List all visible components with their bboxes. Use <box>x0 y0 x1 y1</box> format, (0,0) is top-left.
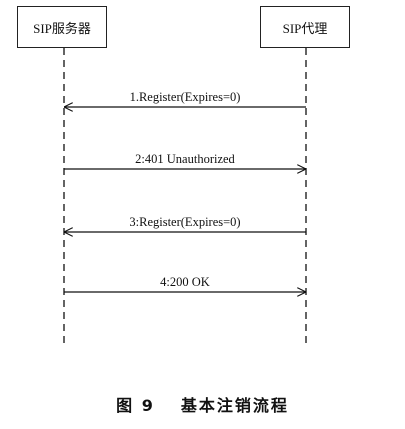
sip-agent-label: SIP代理 <box>282 20 328 36</box>
message-label-1: 1.Register(Expires=0) <box>130 90 241 104</box>
figure-title: 基本注销流程 <box>180 396 289 415</box>
message-label-4: 4:200 OK <box>160 275 210 289</box>
sip-server-box: SIP服务器 <box>17 6 107 48</box>
figure-number: 图 9 <box>116 396 155 415</box>
sip-agent-box: SIP代理 <box>260 6 350 48</box>
message-label-2: 2:401 Unauthorized <box>135 152 235 166</box>
figure-caption: 图 9 基本注销流程 <box>0 392 405 416</box>
sip-server-label: SIP服务器 <box>33 20 91 36</box>
message-label-3: 3:Register(Expires=0) <box>129 215 240 229</box>
messages-layer: 1.Register(Expires=0) 2:401 Unauthorized 3… <box>64 90 306 292</box>
